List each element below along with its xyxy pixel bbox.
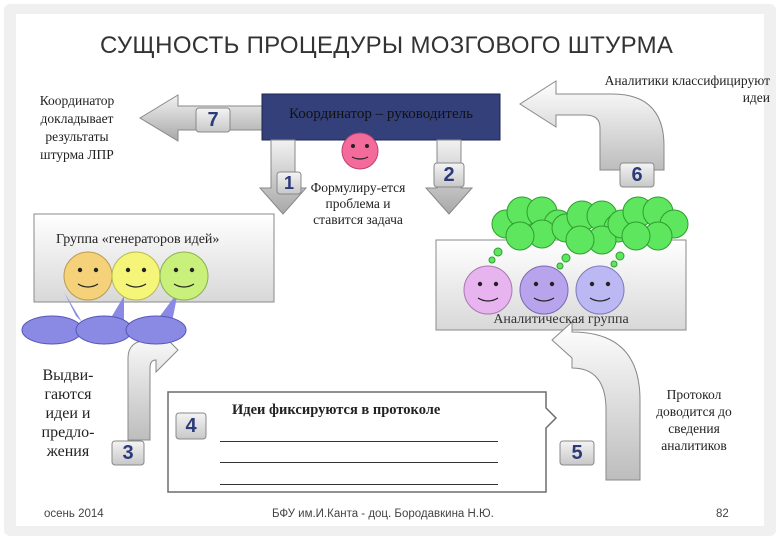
analyst-face-icon	[576, 266, 624, 314]
generators-group-label: Группа «генераторов идей»	[56, 232, 266, 248]
problem-statement-text: Формулиру-ется проблема и ставится задач…	[306, 180, 410, 228]
coordinator-reports-text: Координатор докладывает результаты штурм…	[24, 92, 130, 164]
coordinator-face-icon	[342, 133, 378, 169]
ideas-proposed-text: Выдви-гаются идеи и предло-жения	[30, 366, 106, 461]
step-number-5: 5	[560, 439, 594, 467]
generator-face-icon	[112, 252, 160, 300]
protocol-line	[220, 484, 498, 485]
analytic-group-label: Аналитическая группа	[436, 312, 686, 328]
analysts-classify-text: Аналитики классифицируют идеи	[600, 72, 770, 106]
footer-author: БФУ им.И.Канта - доц. Бородавкина Н.Ю.	[272, 508, 532, 520]
footer-date: осень 2014	[44, 508, 104, 520]
step-number-3: 3	[112, 439, 144, 467]
ideas-recorded-heading: Идеи фиксируются в протоколе	[232, 402, 532, 419]
analyst-face-icon	[520, 266, 568, 314]
page-number: 82	[716, 508, 729, 520]
coordinator-label: Координатор – руководитель	[270, 106, 492, 123]
step-number-7: 7	[196, 106, 230, 134]
generator-face-icon	[160, 252, 208, 300]
protocol-line	[220, 462, 498, 463]
analyst-face-icon	[464, 266, 512, 314]
generator-face-icon	[64, 252, 112, 300]
step-number-2: 2	[434, 161, 464, 189]
step-number-1: 1	[277, 169, 301, 197]
protocol-delivered-text: Протокол доводится до сведения аналитико…	[644, 386, 744, 454]
protocol-line	[220, 441, 498, 442]
slide-title: СУЩНОСТЬ ПРОЦЕДУРЫ МОЗГОВОГО ШТУРМА	[100, 32, 740, 60]
step-number-4: 4	[176, 412, 206, 440]
step-number-6: 6	[620, 161, 654, 189]
